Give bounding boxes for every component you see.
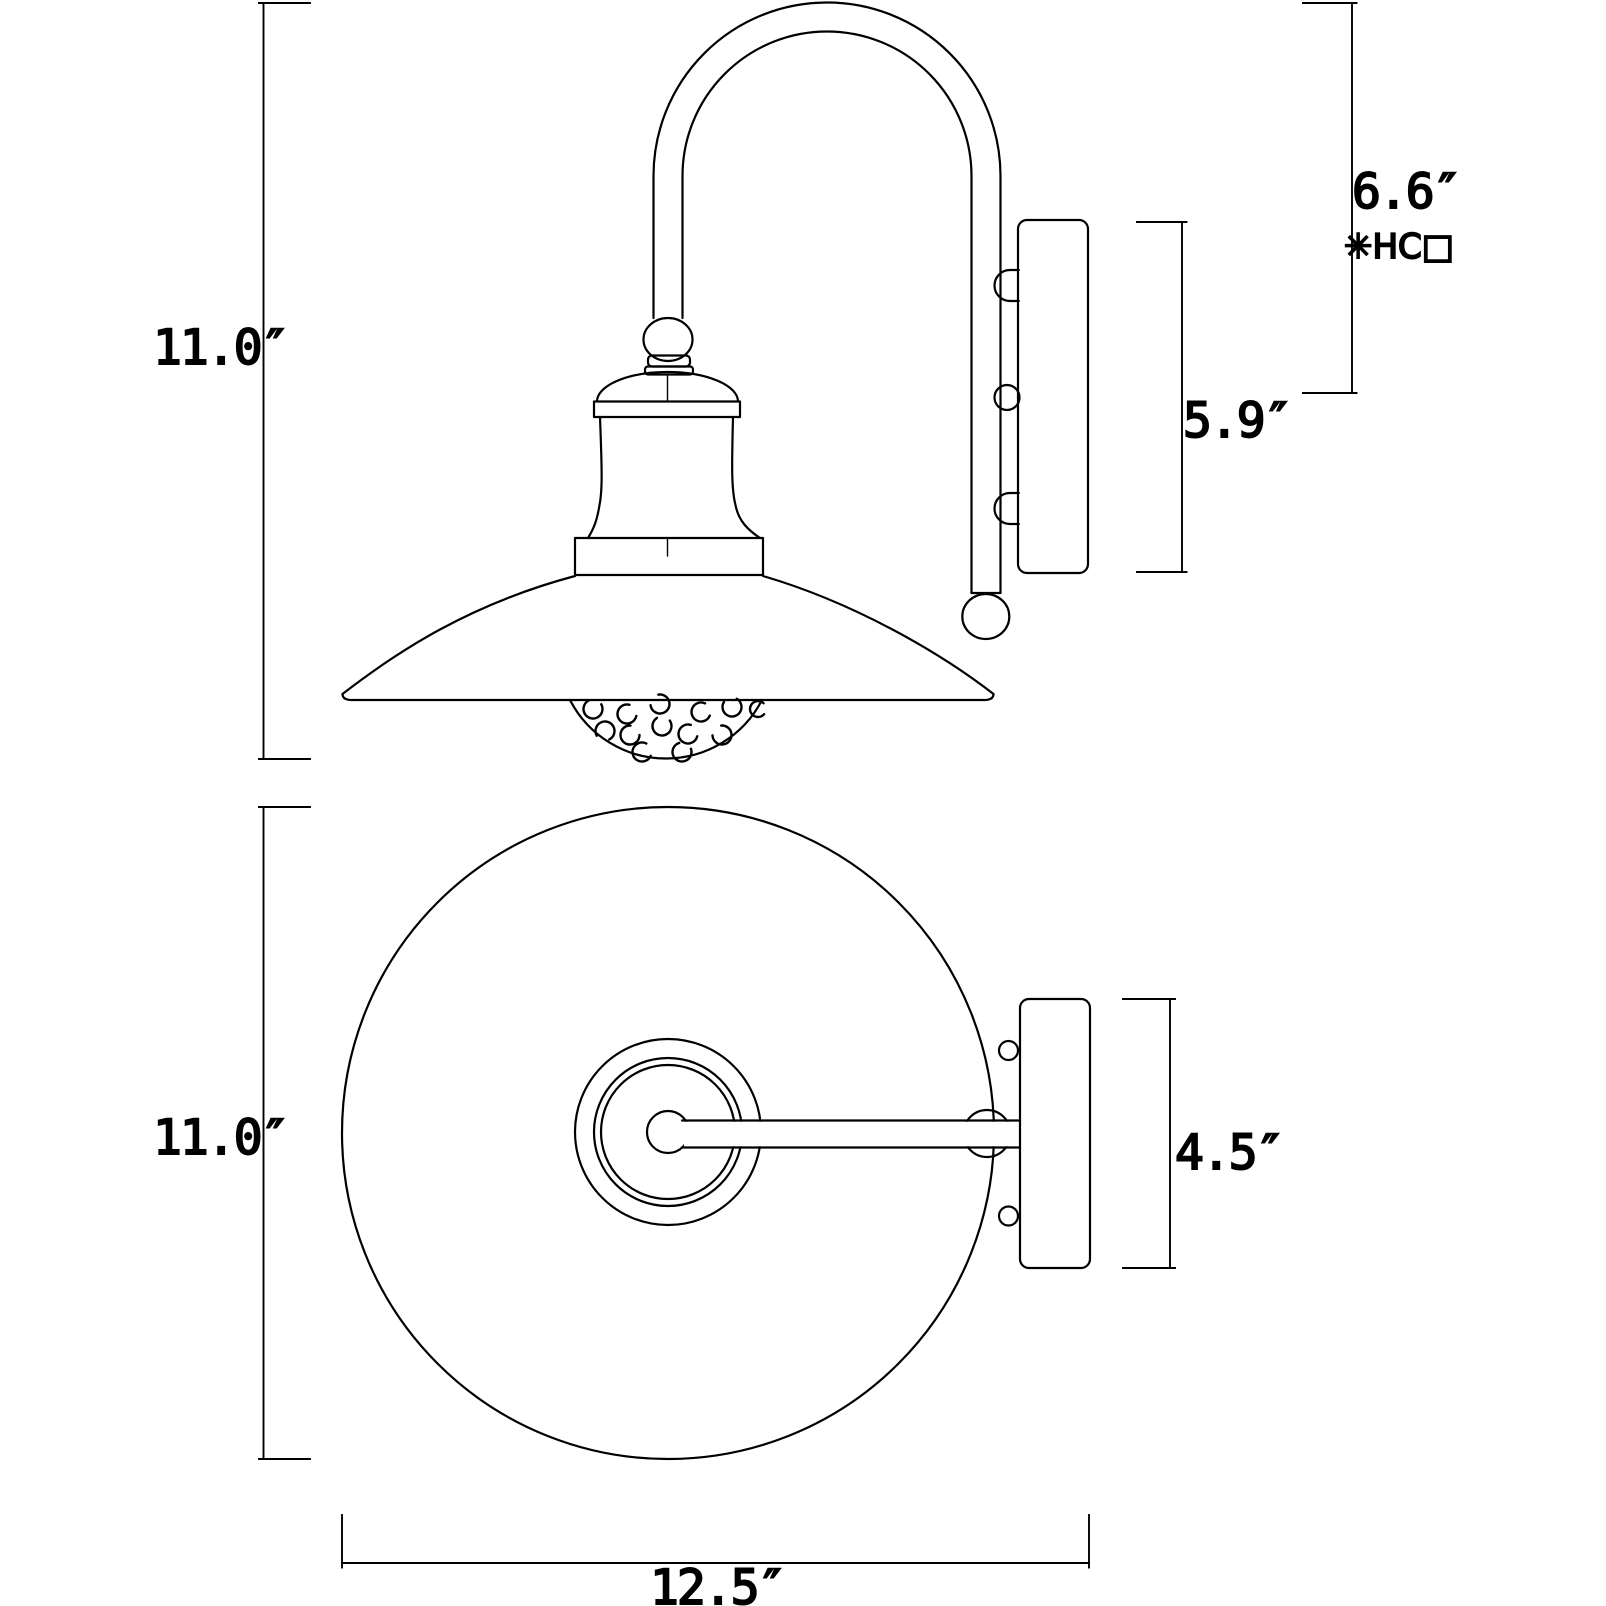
bottom-view [340,805,1092,1461]
collar-ring-lower [643,365,695,376]
dim-height-to-center [1302,2,1358,394]
backplate-screw-bottom [993,491,1020,526]
dim-height-to-center-label: 6.6″ [1352,164,1460,220]
dim-backplate-height-label: 5.9″ [1183,393,1291,449]
shade-top-right-curve [761,574,995,696]
dim-side-height [258,2,311,760]
glass-segment-arc [568,698,764,760]
backplate-screw-top [993,268,1020,303]
dim-plan-height [258,806,311,1460]
dim-hco-note-label: ✳HC□ [1344,227,1454,267]
wall-backplate-side [993,218,1090,575]
cap-dome [595,370,740,403]
dim-backplate-height [1136,221,1188,573]
dimension-annotations: 11.0″ 6.6″ ✳HC□ 5.9″ 11.0″ 4.5″ [152,2,1463,1606]
backplate-plan-screw-top [997,1039,1020,1062]
backplate-side-body [1016,218,1090,575]
dim-backplate-width [1122,998,1176,1269]
arm-mask [684,1121,1022,1147]
side-view [341,1,1090,763]
neck-bottom-collar [573,536,765,577]
lamp-cap [573,370,765,577]
backplate-screw-middle [993,383,1021,412]
cap-band [592,400,742,419]
backplate-plan-screw-bottom [997,1205,1020,1227]
arm-end-ball [961,592,1011,641]
dim-overall-width [341,1514,1090,1569]
stem-ball [642,316,694,363]
gooseneck-outer-line [652,1,1002,595]
dim-plan-height-label: 11.0″ [153,1110,288,1166]
dim-overall-width-label: 12.5″ [650,1560,785,1606]
dim-backplate-width-label: 4.5″ [1175,1125,1283,1181]
stem-finial [642,316,695,376]
seeded-glass [568,693,768,763]
neck-right-side [731,415,762,540]
gooseneck-arm [652,1,1011,641]
backplate-plan-body [1018,997,1092,1270]
gooseneck-inner-line [681,30,973,595]
shade-profile [341,574,995,702]
neck-left-side [586,415,603,540]
shade-top-left-curve [341,574,577,696]
glass-seed-texture [582,693,768,763]
dim-side-height-label: 11.0″ [153,320,288,376]
